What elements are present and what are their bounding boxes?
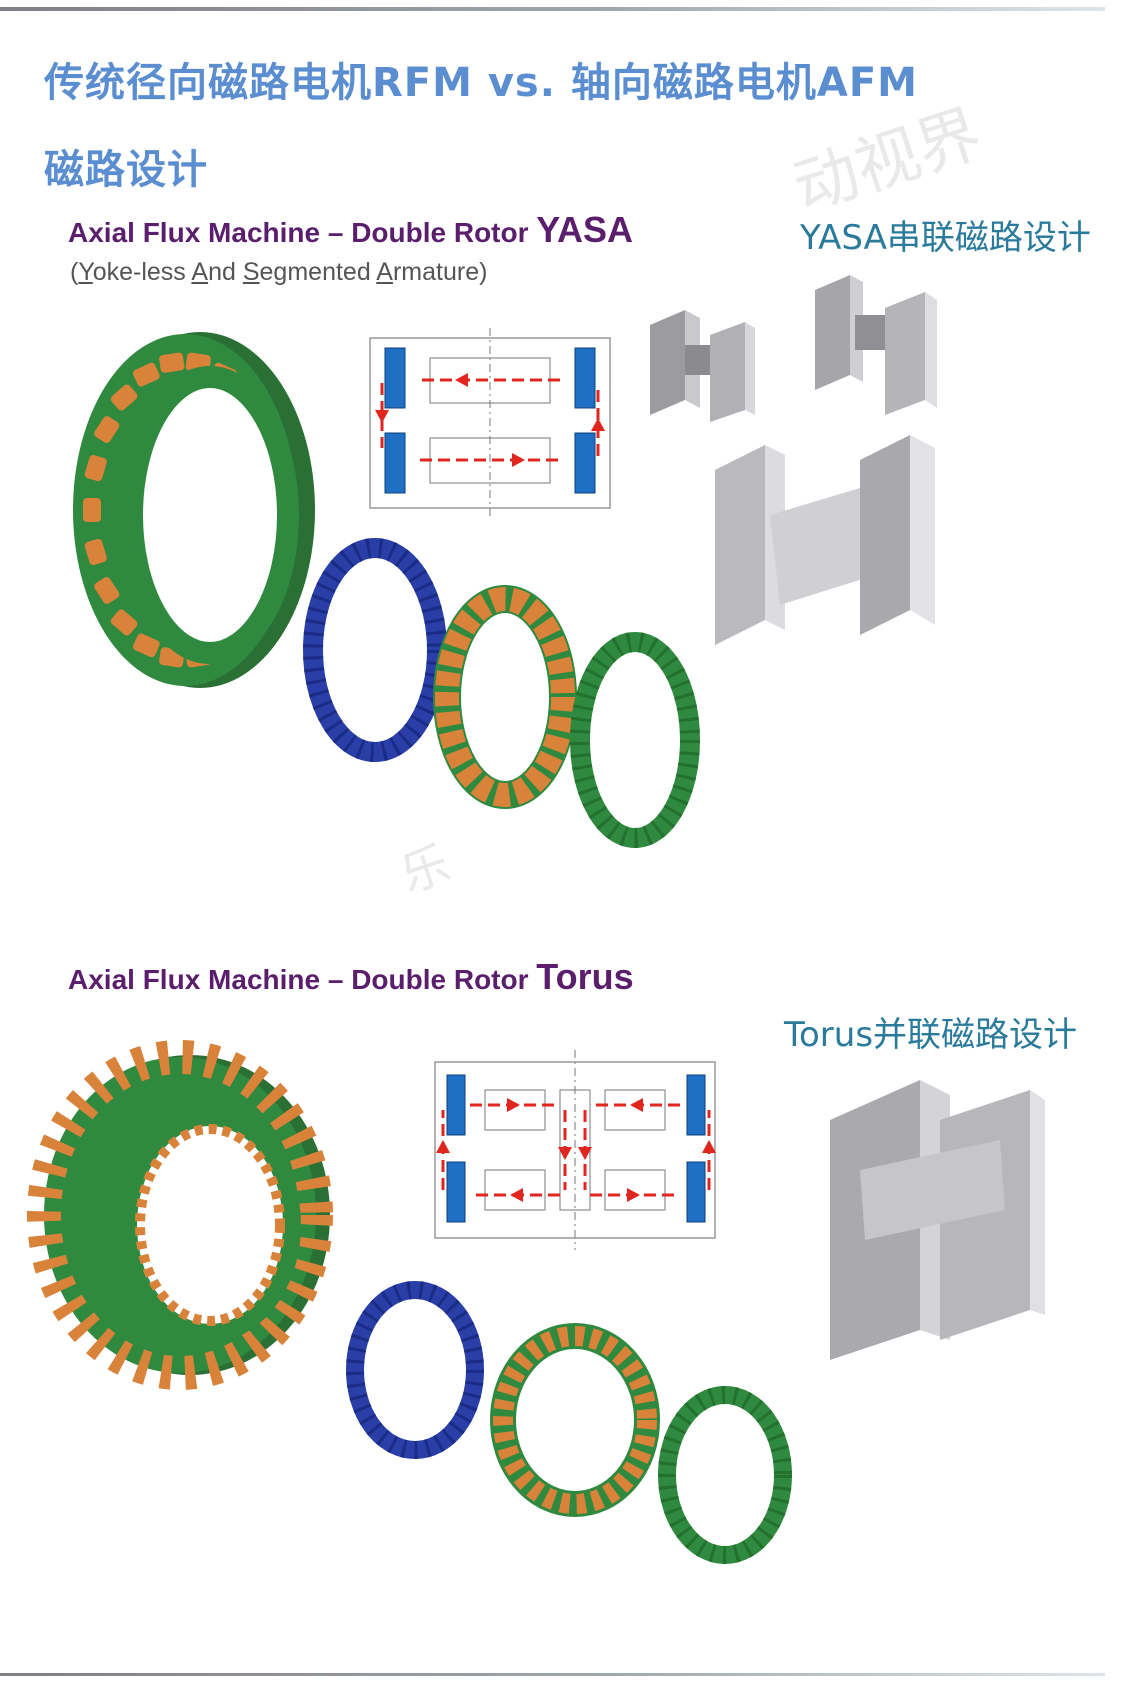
coil-segment — [94, 416, 120, 443]
yasa-flux-diagram — [369, 328, 611, 518]
torus-heading-name: Torus — [536, 956, 634, 997]
torus-rotor-ring-green — [658, 1386, 792, 1564]
yasa-stator-ring — [433, 585, 577, 809]
torus-assembled-ring — [27, 1040, 333, 1390]
torus-rotor-ring-blue — [346, 1281, 484, 1459]
yasa-caption: YASA串联磁路设计 — [800, 218, 1091, 258]
yasa-rotor-ring-green — [570, 632, 700, 848]
coil-segment — [84, 454, 107, 482]
coil-segment — [84, 538, 107, 566]
page-subtitle: 磁路设计 — [44, 147, 208, 193]
page-title: 传统径向磁路电机RFM vs. 轴向磁路电机AFM — [44, 60, 918, 106]
torus-core — [830, 1080, 1045, 1360]
yasa-rotor-ring-blue — [303, 538, 447, 762]
coil-segment — [159, 352, 185, 373]
torus-caption: Torus并联磁路设计 — [784, 1015, 1078, 1055]
watermark-2: 乐 — [394, 835, 458, 904]
torus-flux-diagram — [434, 1050, 716, 1250]
torus-heading: Axial Flux Machine – Double Rotor Torus — [68, 956, 634, 997]
bottom-rule — [0, 1673, 1105, 1676]
top-rule — [0, 7, 1105, 11]
coil-segment — [110, 384, 138, 411]
yasa-assembled-ring — [73, 332, 315, 688]
coil-segment — [110, 609, 138, 636]
torus-stator-ring — [490, 1323, 660, 1517]
coil-segment — [94, 577, 120, 604]
coil-segment — [133, 633, 160, 658]
yasa-heading-name: YASA — [536, 209, 634, 250]
yasa-core-small-2 — [815, 275, 937, 415]
yasa-core-large — [715, 435, 935, 645]
coil-segment — [133, 362, 160, 387]
yasa-subtitle: (Yoke-less And Segmented Armature) — [70, 258, 488, 286]
yasa-heading: Axial Flux Machine – Double Rotor YASA — [68, 209, 634, 250]
coil-segment — [83, 498, 101, 522]
yasa-core-small-1 — [650, 310, 755, 422]
